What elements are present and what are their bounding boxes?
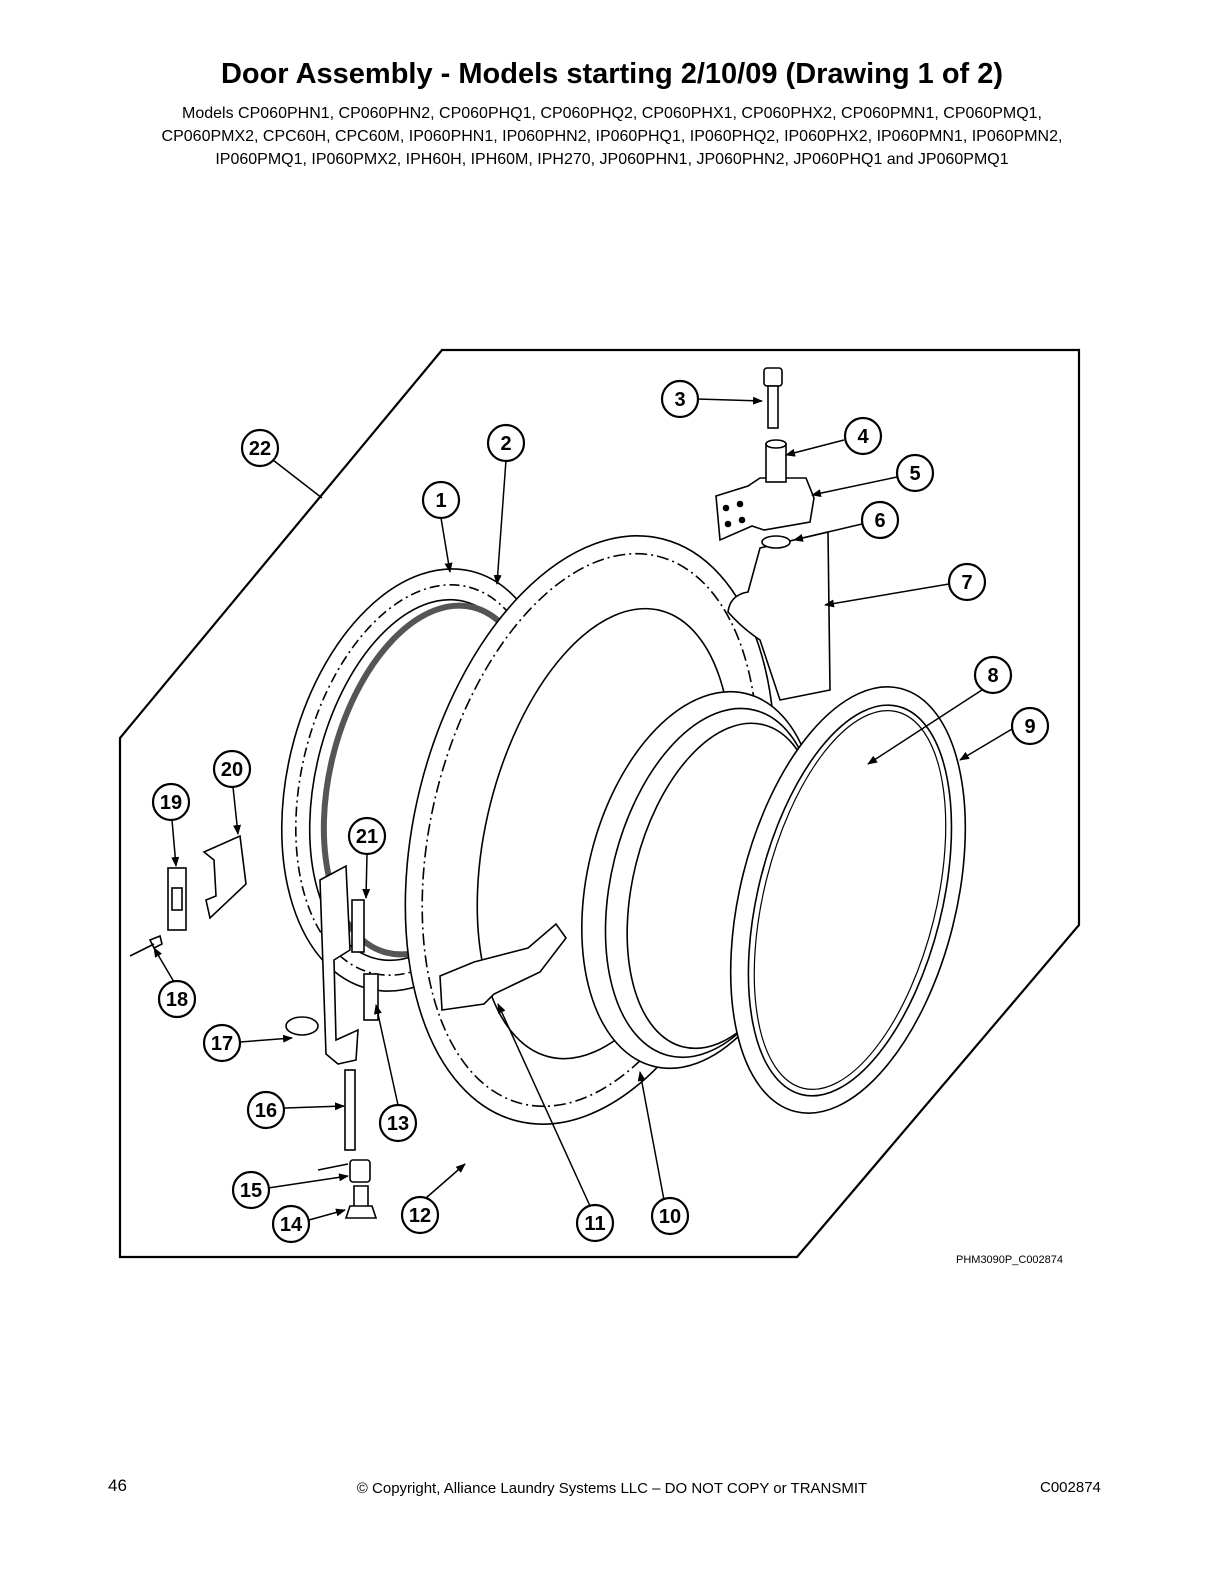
callout-3-circle [660, 379, 700, 419]
strike-plate [202, 834, 247, 920]
diagram-frame [118, 348, 1081, 1259]
callout-15-circle [231, 1170, 271, 1210]
callout-13-circle [378, 1103, 418, 1143]
page-number: 46 [108, 1476, 127, 1495]
callout-20-circle [212, 749, 252, 789]
callout-16-circle [246, 1090, 286, 1130]
callout-22-circle [240, 428, 280, 468]
callout-13: 13 [387, 1113, 409, 1135]
spacer [349, 1159, 371, 1183]
door-parts-illustration [129, 367, 967, 1219]
callout-19: 19 [160, 792, 182, 814]
hinge-block [715, 477, 815, 542]
callout-11-circle [575, 1203, 615, 1243]
model-list-line: CP060PMX2, CPC60H, CPC60M, IP060PHN1, IP… [161, 128, 1063, 145]
callout-10-circle [650, 1196, 690, 1236]
callout-19-circle [151, 782, 191, 822]
callout-16: 16 [255, 1100, 277, 1122]
clamp-ring [729, 686, 967, 1114]
callout-18: 18 [166, 989, 188, 1011]
callout-1: 1 [435, 490, 446, 512]
callout-18-circle [157, 979, 197, 1019]
callout-8-circle [973, 655, 1013, 695]
hinge-washer [761, 535, 791, 549]
callout-12-circle [400, 1195, 440, 1235]
callout-5-circle [895, 453, 935, 493]
callout-14-circle [271, 1204, 311, 1244]
callout-6-circle [860, 500, 900, 540]
callout-21-circle [347, 816, 387, 856]
seal-ring [753, 710, 947, 1090]
callout-14: 14 [280, 1214, 303, 1236]
pivot-stud [344, 1185, 378, 1219]
callout-4: 4 [857, 426, 869, 448]
callout-10: 10 [659, 1206, 681, 1228]
callout-7: 7 [961, 572, 972, 594]
callout-17-circle [202, 1023, 242, 1063]
callout-15: 15 [240, 1180, 262, 1202]
callout-6: 6 [874, 510, 885, 532]
rivet [129, 934, 163, 957]
callout-11: 11 [584, 1213, 605, 1235]
callout-2: 2 [500, 433, 511, 455]
callout-4-circle [843, 416, 883, 456]
model-list-line: IP060PMQ1, IP060PMX2, IPH60H, IPH60M, IP… [215, 151, 1009, 168]
model-list-line: Models CP060PHN1, CP060PHN2, CP060PHQ1, … [182, 105, 1042, 122]
hinge-bracket-plate [727, 530, 831, 701]
callout-22: 22 [249, 438, 271, 460]
callout-17: 17 [211, 1033, 233, 1055]
hinge-pin [344, 1069, 356, 1151]
door-hinge-plate [319, 864, 359, 1065]
drawing-id: PHM3090P_C002874 [956, 1254, 1064, 1266]
callout-7-circle [947, 562, 987, 602]
callout-5: 5 [909, 463, 920, 485]
copyright-notice: © Copyright, Alliance Laundry Systems LL… [356, 1480, 868, 1497]
door-handle [439, 922, 567, 1011]
callout-3: 3 [674, 389, 685, 411]
callout-21: 21 [356, 826, 378, 848]
hinge-bushing [765, 443, 787, 483]
document-code: C002874 [1040, 1479, 1101, 1496]
callout-8: 8 [987, 665, 998, 687]
callout-2-circle [486, 423, 526, 463]
callout-9-circle [1010, 706, 1050, 746]
callout-20: 20 [221, 759, 243, 781]
callout-circles [151, 379, 1050, 1244]
model-list: Models CP060PHN1, CP060PHN2, CP060PHQ1, … [100, 102, 1124, 171]
callout-12: 12 [409, 1205, 431, 1227]
callout-9: 9 [1024, 716, 1035, 738]
callout-1-circle [421, 480, 461, 520]
hinge-pin-sleeve [363, 973, 379, 1021]
page-title: Door Assembly - Models starting 2/10/09 … [220, 58, 1004, 90]
leader-lines [153, 396, 1013, 1221]
hinge-bolt [763, 367, 783, 387]
